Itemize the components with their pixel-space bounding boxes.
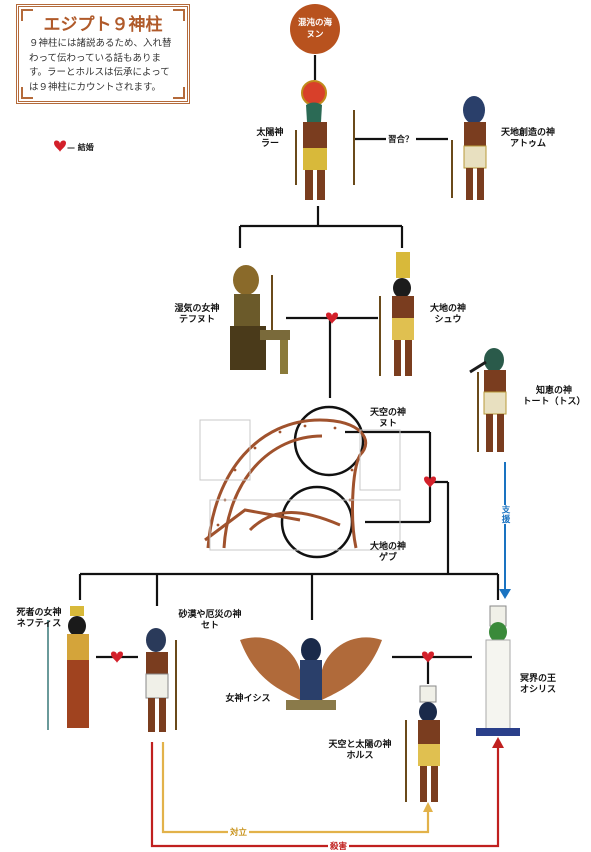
thoth-label: 知恵の神 トート（トス） (522, 386, 586, 408)
background-hieroglyphs-icon (199, 419, 401, 551)
page-title: エジプト９神柱 (43, 15, 163, 35)
tefnut-line2: テフヌト (178, 315, 215, 325)
title-panel: エジプト９神柱 ９神柱には諸説あるため、入れ替わって伝わっている話もあります。ラ… (16, 4, 190, 104)
shu-line1: 大地の神 (429, 304, 466, 314)
nut-label: 天空の神 ヌト (362, 408, 414, 430)
horus-label: 天空と太陽の神 ホルス (320, 740, 400, 762)
nut-stars-icon (216, 424, 354, 527)
horus-line2: ホルス (346, 751, 374, 761)
set-label: 砂漠や厄災の神 セト (174, 610, 246, 632)
osiris-label: 冥界の王 オシリス (512, 674, 564, 696)
osiris-line2: オシリス (519, 685, 556, 695)
murder-label: 殺害 (328, 840, 350, 852)
legend-marriage-label: — 結婚 (67, 143, 94, 152)
isis-figure-icon (240, 637, 382, 710)
nut-line2: ヌト (378, 419, 397, 429)
geb-line2: ゲブ (378, 553, 397, 563)
nun-bubble: 混沌の海 ヌン (290, 4, 340, 54)
horus-figure-icon (405, 685, 440, 802)
set-figure-icon (145, 628, 177, 732)
nun-line2: ヌン (306, 30, 324, 40)
ra-line1: 太陽神 (256, 128, 284, 138)
tefnut-label: 湿気の女神 テフヌト (166, 304, 228, 326)
heart-icon (111, 651, 123, 663)
heart-icon (424, 476, 436, 488)
tefnut-line1: 湿気の女神 (174, 304, 220, 314)
set-line1: 砂漠や厄災の神 (178, 610, 242, 620)
osiris-line1: 冥界の王 (519, 674, 556, 684)
isis-label: 女神イシス (220, 694, 276, 705)
thoth-line1: 知恵の神 (535, 386, 572, 396)
nephthys-line1: 死者の女神 (16, 608, 62, 618)
heart-icon (326, 312, 338, 324)
corner-ornament-icon (21, 9, 33, 21)
ra-figure-icon (295, 80, 355, 200)
nephthys-line2: ネフティス (16, 619, 62, 629)
tefnut-figure-icon (230, 265, 290, 374)
geb-line1: 大地の神 (369, 542, 406, 552)
nephthys-label: 死者の女神 ネフティス (8, 608, 70, 630)
conflict-label: 対立 (228, 826, 250, 838)
atum-figure-icon (451, 96, 487, 200)
horus-line1: 天空と太陽の神 (328, 740, 392, 750)
support-label: 支援 (499, 505, 511, 524)
atum-line1: 天地創造の神 (500, 128, 555, 138)
nun-line1: 混沌の海 (297, 18, 332, 28)
atum-label: 天地創造の神 アトゥム (492, 128, 564, 150)
ra-line2: ラー (260, 139, 279, 149)
ra-label: 太陽神 ラー (244, 128, 296, 150)
title-description: ９神柱には諸説あるため、入れ替わって伝わっている話もあります。ラーとホルスは伝承… (29, 38, 172, 93)
osiris-figure-icon (476, 605, 520, 736)
nut-line1: 天空の神 (369, 408, 406, 418)
syncretism-label: 習合？ (386, 133, 416, 145)
heart-icon (54, 140, 66, 152)
nut-geb-illustration-icon (204, 418, 368, 549)
corner-ornament-icon (173, 9, 185, 21)
shu-figure-icon (379, 252, 414, 376)
thoth-line2: トート（トス） (522, 397, 586, 407)
shu-line2: シュウ (434, 315, 462, 325)
geb-label: 大地の神 ゲブ (362, 542, 414, 564)
thoth-figure-icon (469, 348, 507, 452)
heart-icon (422, 651, 434, 663)
set-line2: セト (200, 621, 219, 631)
isis-line1: 女神イシス (225, 694, 271, 704)
nephthys-figure-icon (47, 606, 89, 730)
corner-ornament-icon (173, 87, 185, 99)
corner-ornament-icon (21, 87, 33, 99)
atum-line2: アトゥム (509, 139, 546, 149)
shu-label: 大地の神 シュウ (420, 304, 476, 326)
